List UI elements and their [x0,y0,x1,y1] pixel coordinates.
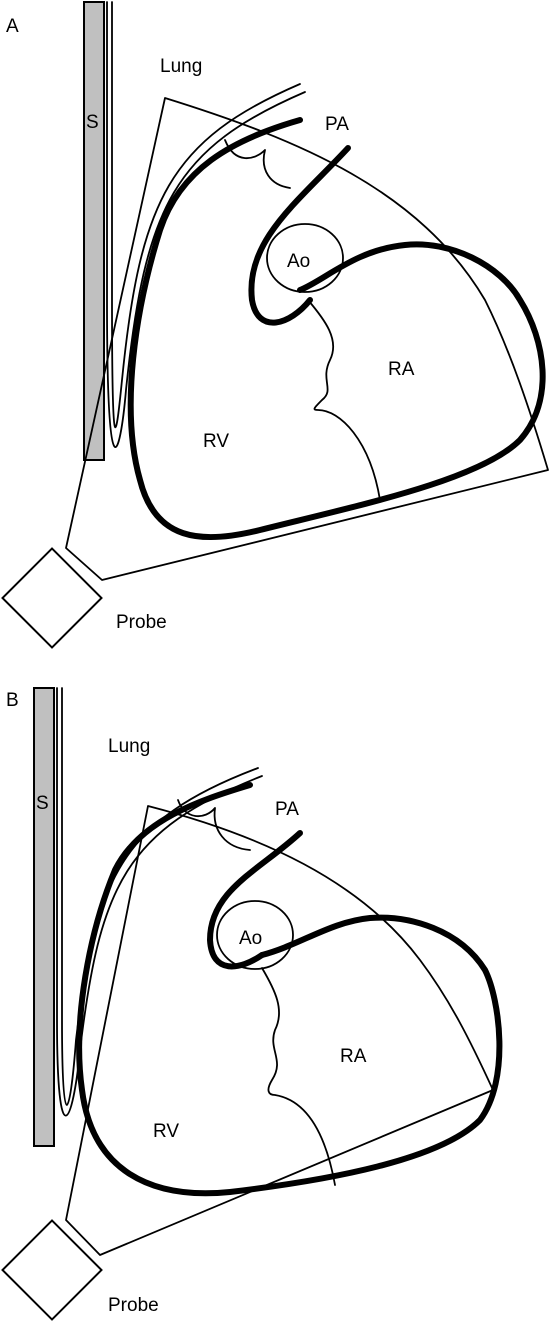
septum-line [261,967,336,1186]
ra-label: RA [340,1046,367,1067]
pleura-line-outer [111,1,301,428]
probe-label: Probe [108,1295,159,1316]
sternum-label: S [86,112,99,133]
heart-outline [127,117,546,541]
pulmonary-valve-line [177,799,251,851]
panel-b-label: B [6,690,19,711]
rv-label: RV [203,431,229,452]
ra-label: RA [388,359,415,380]
probe-box [1,547,103,649]
panel-a: A S Lung Probe Ao PA RA RV [1,1,549,649]
aorta-circle [216,900,294,970]
aorta-label: Ao [239,928,262,949]
probe-box [1,1219,103,1321]
rv-label: RV [153,1121,179,1142]
pleura-line-inner [56,687,263,1117]
pulmonary-valve-line [224,139,291,189]
sternum-bar [33,687,55,1147]
pa-label: PA [275,799,299,820]
probe-label: Probe [116,612,167,633]
sternum-label: S [36,793,49,814]
lung-label: Lung [108,736,150,757]
panel-b: B S Lung Probe Ao PA RA RV [1,687,503,1321]
aorta-label: Ao [287,251,310,272]
ultrasound-sector [65,805,494,1256]
pa-label: PA [325,114,349,135]
heart-outline [76,782,503,1197]
sternum-bar [83,1,105,461]
pleura-line-inner [106,1,306,449]
panel-a-label: A [6,16,19,37]
lung-label: Lung [160,56,202,77]
aorta-circle [266,223,344,293]
septum-line [307,299,381,501]
pa-aorta-wall [248,145,351,326]
